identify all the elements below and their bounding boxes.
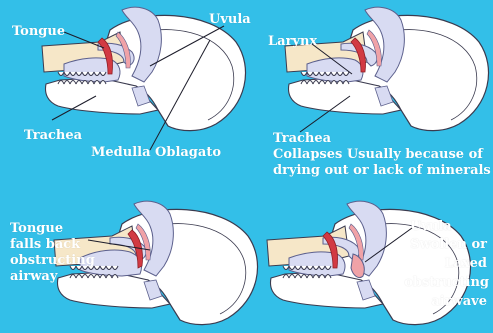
- pointer-uvula: [150, 26, 224, 66]
- pointer-trachea: [52, 96, 96, 120]
- pointer-larynx: [312, 44, 352, 74]
- pointer-tongue-falls: [88, 240, 150, 250]
- pointer-medulla: [150, 40, 210, 150]
- pointer-tongue: [64, 32, 104, 48]
- pointer-collapsed-trachea: [300, 96, 350, 132]
- pointer-uvula-swollen: [365, 228, 412, 262]
